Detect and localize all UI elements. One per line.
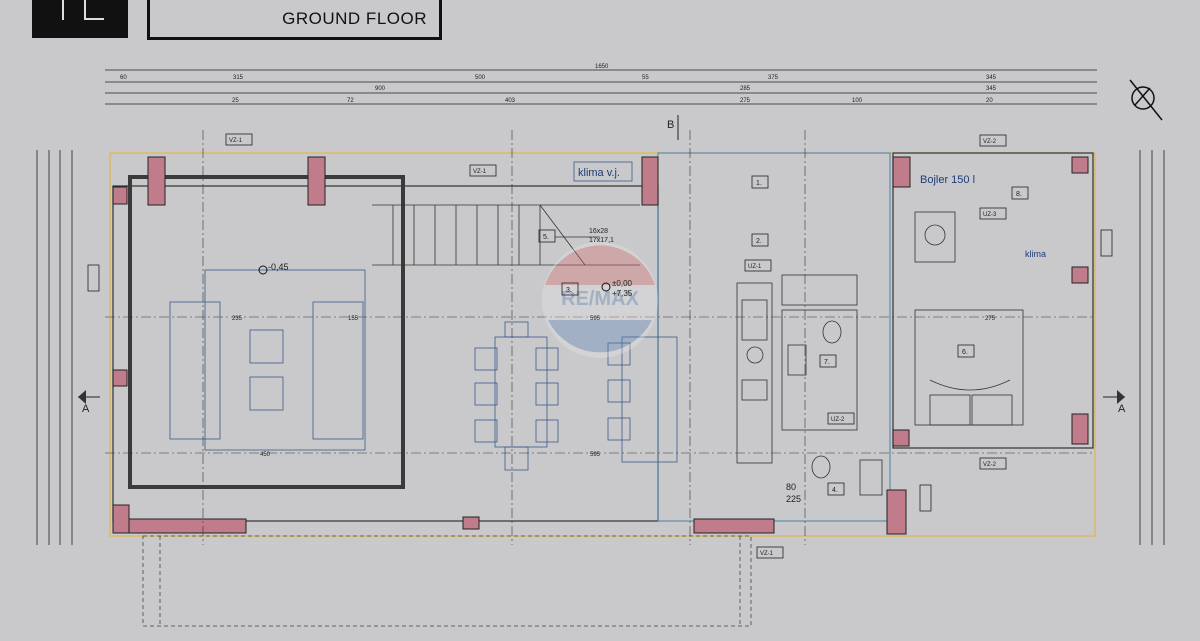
dim-r4-14: 100	[852, 98, 863, 104]
dim-r2-0: 60	[120, 75, 127, 81]
living-room-furniture	[169, 269, 366, 451]
tag-boxes	[87, 133, 1113, 559]
inner-dim-5: 275	[985, 316, 996, 322]
top-dimension-lines	[105, 69, 1097, 105]
dim-r2-1: 315	[233, 75, 244, 81]
floor-title: GROUND FLOOR	[282, 8, 427, 28]
watermark-text: RE/MAX	[561, 288, 639, 310]
dining-furniture	[474, 321, 678, 471]
section-marker-a-right: A	[1103, 390, 1126, 415]
dim-r2-4: 375	[768, 75, 779, 81]
section-marker-a-left: A	[78, 390, 100, 415]
living-room-outline	[128, 175, 405, 489]
annotation-klima: klima	[1025, 249, 1046, 259]
room-7: 7.	[824, 359, 830, 366]
tag-uz3: UZ-3	[983, 212, 997, 218]
north-arrow-icon	[1129, 79, 1163, 121]
structural-columns	[112, 156, 1089, 535]
level-entry-main: ±0,00	[612, 279, 633, 288]
level-living: -0,45	[268, 262, 289, 272]
section-label-b: B	[667, 119, 674, 131]
dim-r4-8: 72	[347, 98, 354, 104]
dim-r4-12: 275	[740, 98, 751, 104]
dim-r3-2: 345	[986, 86, 997, 92]
dim-r2-3: 55	[642, 75, 649, 81]
tag-vz1-top: VZ-1	[229, 138, 243, 144]
inner-dim-4: 595	[590, 452, 601, 458]
inner-dim-1: 155	[348, 316, 359, 322]
dim-total: 1650	[595, 64, 609, 70]
door-height: 225	[786, 494, 801, 504]
tag-vz1-bottom: VZ-1	[760, 551, 774, 557]
inner-dim-2: 595	[590, 316, 601, 322]
bathroom-fixtures	[781, 274, 883, 496]
dim-r4-4: 25	[232, 98, 239, 104]
level-entry-sub: +7,35	[612, 289, 633, 298]
klima-unit-box	[573, 161, 633, 182]
inner-dim-0: 235	[232, 316, 243, 322]
room-5: 5.	[543, 234, 549, 241]
stairs-rise: 17x17,1	[589, 237, 614, 244]
tag-vz2-bottom: VZ-2	[983, 462, 997, 468]
tag-vz1-stairs: VZ-1	[473, 169, 487, 175]
section-marker-b-top: B	[667, 115, 679, 140]
level-marker-living-icon	[258, 265, 268, 275]
room-number-boxes	[538, 175, 1029, 496]
room-1: 1.	[756, 180, 762, 187]
corner-logo-block	[32, 0, 128, 38]
side-dimension-lines	[36, 150, 1165, 545]
door-width: 80	[786, 482, 796, 492]
level-marker-entry-icon	[601, 282, 611, 292]
dim-r3-1: 285	[740, 86, 751, 92]
tag-vz2-top: VZ-2	[983, 139, 997, 145]
room-4: 4.	[832, 487, 838, 494]
room-2: 2.	[756, 238, 762, 245]
annotation-bojler: Bojler 150 l	[920, 174, 975, 186]
dim-r4-18: 20	[986, 98, 993, 104]
remax-watermark: RE/MAX	[542, 242, 658, 358]
dim-r2-5: 345	[986, 75, 997, 81]
bedroom-furniture	[914, 211, 1024, 426]
section-label-a-left: A	[82, 403, 90, 415]
room-3: 3.	[566, 287, 572, 294]
tag-uz2: UZ-2	[831, 417, 845, 423]
kitchen-units	[736, 282, 773, 464]
dim-r3-0: 900	[375, 86, 386, 92]
dim-r4-9: 403	[505, 98, 516, 104]
room-8: 8.	[1016, 191, 1022, 198]
inner-dim-3: 450	[260, 452, 271, 458]
room-6: 6.	[962, 349, 968, 356]
dim-r2-2: 500	[475, 75, 486, 81]
staircase	[372, 204, 640, 266]
terrace-outline	[142, 535, 752, 627]
annotation-klima-vj: klima v.j.	[578, 167, 620, 179]
floor-title-box: GROUND FLOOR	[147, 0, 442, 40]
tag-uz1: UZ-1	[748, 264, 762, 270]
grid-lines	[105, 130, 1095, 545]
section-label-a-right: A	[1118, 403, 1126, 415]
stairs-size: 16x28	[589, 228, 608, 235]
